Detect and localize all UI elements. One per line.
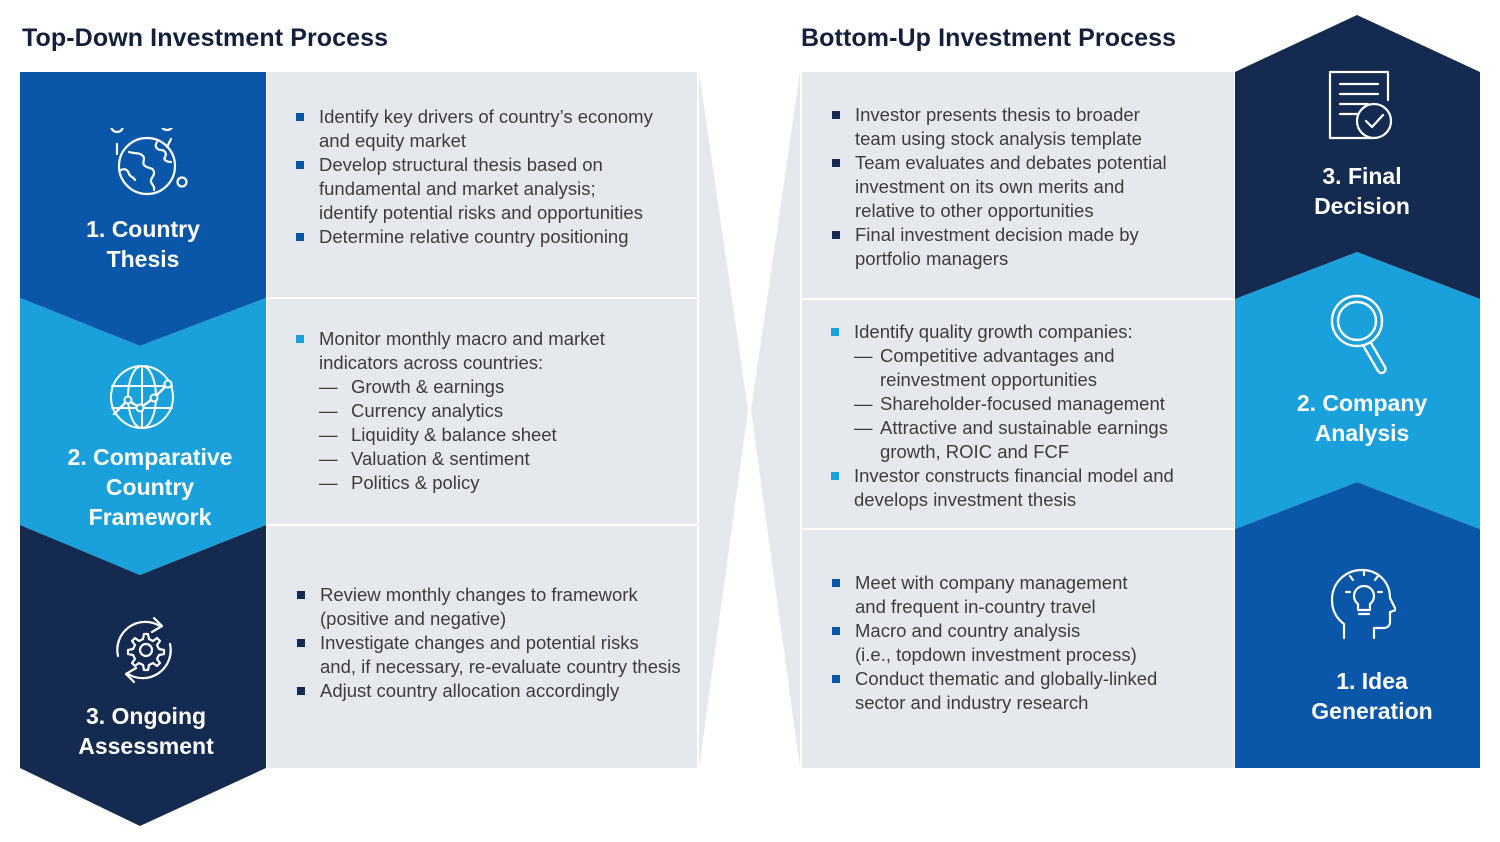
sub-item: — Competitive advantages and reinvestmen… (854, 345, 1115, 390)
bullet-line: identify potential risks and opportuniti… (319, 202, 643, 223)
step-idea-generation: 1. Idea Generation (1245, 666, 1499, 726)
sub-item: — Shareholder-focused management (854, 393, 1165, 414)
network-globe-icon (110, 365, 174, 429)
bullet-line: Monitor monthly macro and market (319, 328, 605, 349)
comparative-framework-details: Monitor monthly macro and market indicat… (296, 327, 692, 495)
bullet-line: Team evaluates and debates potential (855, 152, 1167, 173)
step-label-line: 2. Company (1296, 390, 1428, 416)
bullet-line: indicators across countries: (319, 352, 544, 373)
list-item: Develop structural thesis based on funda… (296, 153, 692, 225)
ongoing-assessment-details: Review monthly changes to framework (pos… (297, 583, 693, 703)
bullet-line: (i.e., topdown investment process) (855, 644, 1137, 665)
bullet-line: Conduct thematic and globally-linked (855, 668, 1158, 689)
bullet-line: Determine relative country positioning (319, 226, 629, 247)
bullet-line: Adjust country allocation accordingly (320, 680, 620, 701)
step-company-analysis: 2. Company Analysis (1235, 388, 1489, 448)
bullet-line: Investor presents thesis to broader (855, 104, 1140, 125)
bullet-line: fundamental and market analysis; (319, 178, 596, 199)
connector-right (751, 72, 800, 768)
sub-item: —Liquidity & balance sheet (319, 424, 557, 445)
bullet-line: Develop structural thesis based on (319, 154, 603, 175)
list-item: Investor presents thesis to broader team… (832, 103, 1230, 151)
list-item: Monitor monthly macro and market indicat… (296, 327, 692, 495)
country-thesis-details: Identify key drivers of country’s econom… (296, 105, 692, 249)
step-ongoing-assessment: 3. Ongoing Assessment (20, 701, 272, 761)
chevron-ongoing-assessment (20, 525, 266, 826)
step-label-line: Decision (1314, 193, 1410, 219)
bullet-line: sector and industry research (855, 692, 1089, 713)
idea-generation-details: Meet with company management and frequen… (832, 571, 1230, 715)
list-item: Identify key drivers of country’s econom… (296, 105, 692, 153)
bottom-up-title: Bottom-Up Investment Process (801, 24, 1177, 52)
list-item: Meet with company management and frequen… (832, 571, 1230, 619)
bottom-up-panel (802, 72, 1234, 768)
bullet-line: (positive and negative) (320, 608, 507, 629)
sub-item: —Valuation & sentiment (319, 448, 530, 469)
step-label-line: 1. Idea (1336, 668, 1408, 694)
list-item: Conduct thematic and globally-linked sec… (832, 667, 1230, 715)
bullet-line: Identify quality growth companies: (854, 321, 1133, 342)
bullet-line: investment on its own merits and (855, 176, 1125, 197)
sub-item: —Currency analytics (319, 400, 504, 421)
step-label-line: Thesis (106, 246, 180, 272)
step-label-line: Framework (88, 504, 212, 530)
list-item: Identify quality growth companies: — Com… (831, 320, 1231, 464)
bullet-line: and equity market (319, 130, 467, 151)
list-item: Team evaluates and debates potential inv… (832, 151, 1230, 223)
bullet-line: and, if necessary, re-evaluate country t… (320, 656, 681, 677)
step-label-line: 3. Final (1322, 163, 1402, 189)
chevron-country-thesis (20, 72, 266, 346)
step-final-decision: 3. Final Decision (1235, 161, 1489, 221)
bullet-line: portfolio managers (855, 248, 1009, 269)
step-comparative-country-framework: 2. Comparative Country Framework (20, 442, 280, 532)
bullet-line: team using stock analysis template (855, 128, 1142, 149)
bullet-line: relative to other opportunities (855, 200, 1094, 221)
bullet-line: Macro and country analysis (855, 620, 1081, 641)
list-item: Investigate changes and potential risks … (297, 631, 693, 679)
list-item: Adjust country allocation accordingly (297, 679, 693, 703)
step-label-line: Assessment (78, 733, 214, 759)
head-lightbulb-icon (1330, 568, 1396, 640)
chevron-comparative-framework (20, 298, 266, 575)
bullet-line: Investor constructs financial model and (854, 465, 1174, 486)
bullet-line: Identify key drivers of country’s econom… (319, 106, 653, 127)
list-item: Investor constructs financial model and … (831, 464, 1231, 512)
list-item: Final investment decision made by portfo… (832, 223, 1230, 271)
sub-item: —Politics & policy (319, 472, 480, 493)
step-label-line: Country (105, 474, 195, 500)
sub-item: —Growth & earnings (319, 376, 505, 397)
gear-cycle-icon (116, 616, 172, 684)
list-item: Macro and country analysis (i.e., topdow… (832, 619, 1230, 667)
chevron-idea-generation (1235, 482, 1480, 768)
globe-location-icon (110, 128, 188, 196)
top-down-title: Top-Down Investment Process (22, 24, 389, 52)
list-item: Determine relative country positioning (296, 225, 692, 249)
document-check-icon (1328, 70, 1393, 140)
step-label-line: 1. Country (86, 216, 200, 242)
sub-item: — Attractive and sustainable earnings gr… (854, 417, 1168, 462)
step-label-line: Analysis (1314, 420, 1410, 446)
step-label-line: 2. Comparative (67, 444, 233, 470)
step-country-thesis: 1. Country Thesis (20, 214, 266, 274)
bullet-line: Meet with company management (855, 572, 1128, 593)
bullet-line: Review monthly changes to framework (320, 584, 638, 605)
bullet-line: and frequent in-country travel (855, 596, 1096, 617)
final-decision-details: Investor presents thesis to broader team… (832, 103, 1230, 271)
top-down-panel (267, 72, 697, 768)
chevron-company-analysis (1235, 252, 1480, 529)
step-label-line: Generation (1311, 698, 1433, 724)
bullet-line: Final investment decision made by (855, 224, 1139, 245)
chevron-final-decision (1235, 15, 1480, 299)
company-analysis-details: Identify quality growth companies: — Com… (831, 320, 1231, 512)
list-item: Review monthly changes to framework (pos… (297, 583, 693, 631)
magnifier-icon (1330, 294, 1387, 375)
step-label-line: 3. Ongoing (85, 703, 207, 729)
bullet-line: develops investment thesis (854, 489, 1077, 510)
bullet-line: Investigate changes and potential risks (320, 632, 639, 653)
connector-left (699, 72, 748, 768)
